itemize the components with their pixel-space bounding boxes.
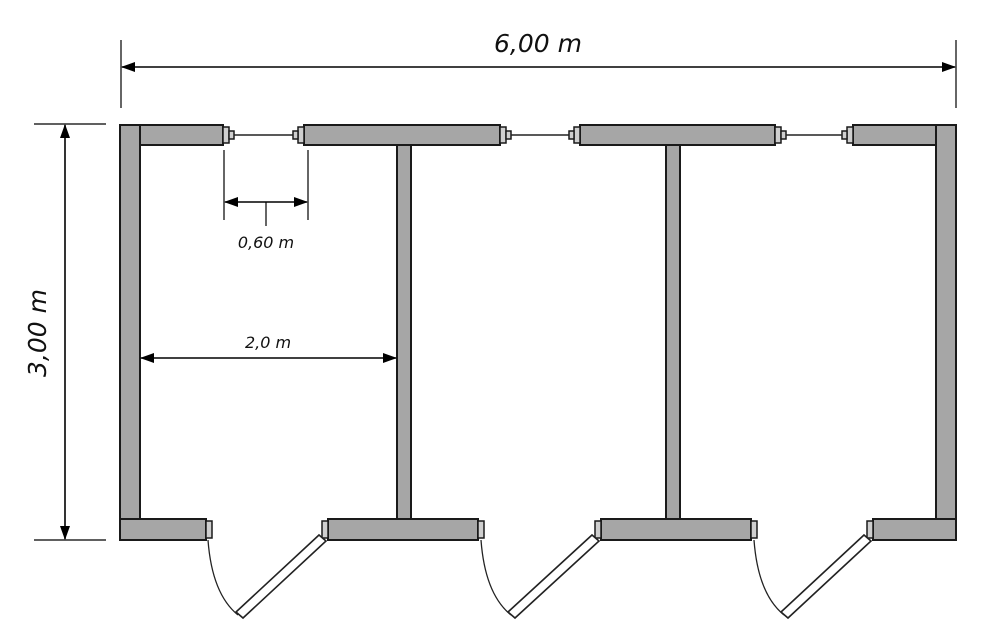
- top-wall-segment: [579, 124, 776, 146]
- window: [499, 126, 581, 144]
- bottom-wall-segment: [327, 518, 479, 541]
- door: [477, 520, 602, 620]
- door: [205, 520, 329, 620]
- partition-wall: [665, 144, 681, 522]
- bottom-wall-segment: [872, 518, 957, 541]
- window: [222, 126, 305, 144]
- total-depth-label: 3,00 m: [23, 289, 52, 377]
- bottom-wall-segment: [600, 518, 752, 541]
- dimension-window-width: 0,60 m: [223, 150, 309, 252]
- door: [750, 520, 874, 620]
- top-wall-segment: [303, 124, 501, 146]
- dimension-total-depth: 3,00 m: [23, 123, 106, 541]
- total-width-label: 6,00 m: [494, 29, 582, 58]
- window: [774, 126, 854, 144]
- partition-wall: [396, 144, 412, 522]
- room-width-label: 2,0 m: [245, 333, 291, 352]
- window-width-label: 0,60 m: [238, 233, 294, 252]
- bottom-wall-segment: [119, 518, 207, 541]
- dimension-total-width: 6,00 m: [120, 29, 957, 108]
- dimension-room-width: 2,0 m: [140, 333, 397, 363]
- right-wall: [935, 124, 957, 541]
- left-wall: [119, 124, 141, 541]
- walls: [119, 124, 957, 541]
